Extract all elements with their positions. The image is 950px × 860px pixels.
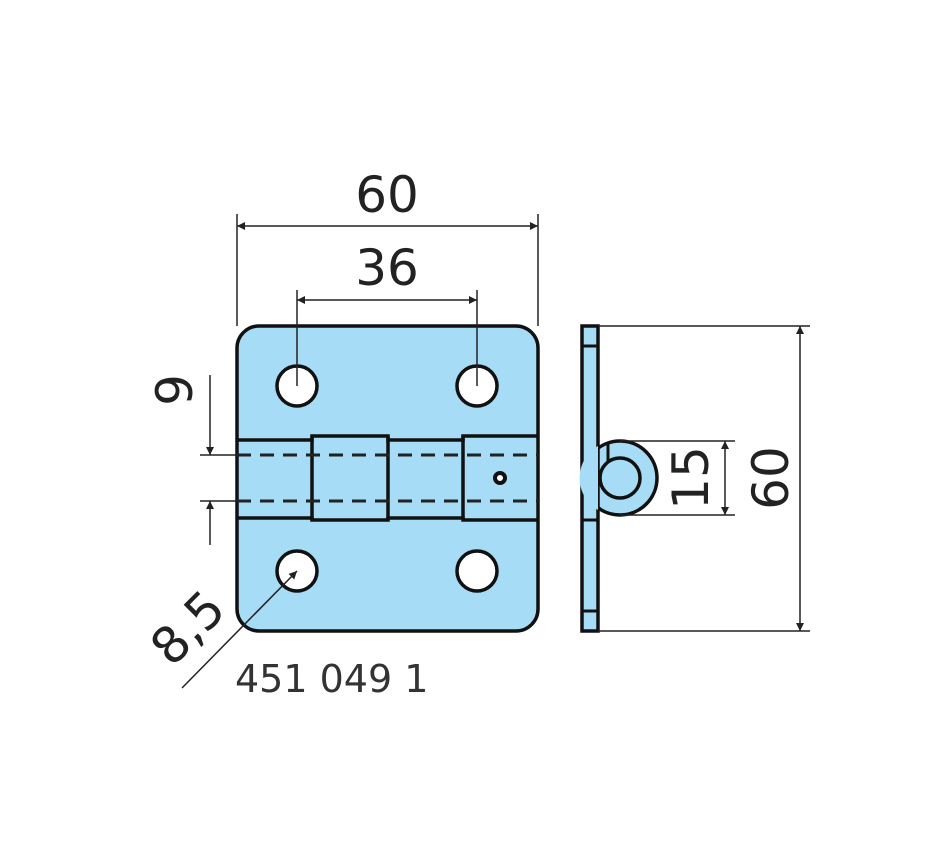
front-view (200, 324, 540, 633)
pin-hole (493, 471, 507, 485)
part-number: 451 049 1 (235, 657, 428, 701)
dim-hole-spacing-36: 36 (355, 239, 419, 297)
dim-height-60: 60 (742, 446, 800, 510)
dim-width-60: 60 (355, 166, 419, 224)
dim-knuckle-15: 15 (662, 446, 720, 510)
side-view (579, 324, 659, 633)
dim-hole-offset-9: 9 (146, 374, 204, 406)
